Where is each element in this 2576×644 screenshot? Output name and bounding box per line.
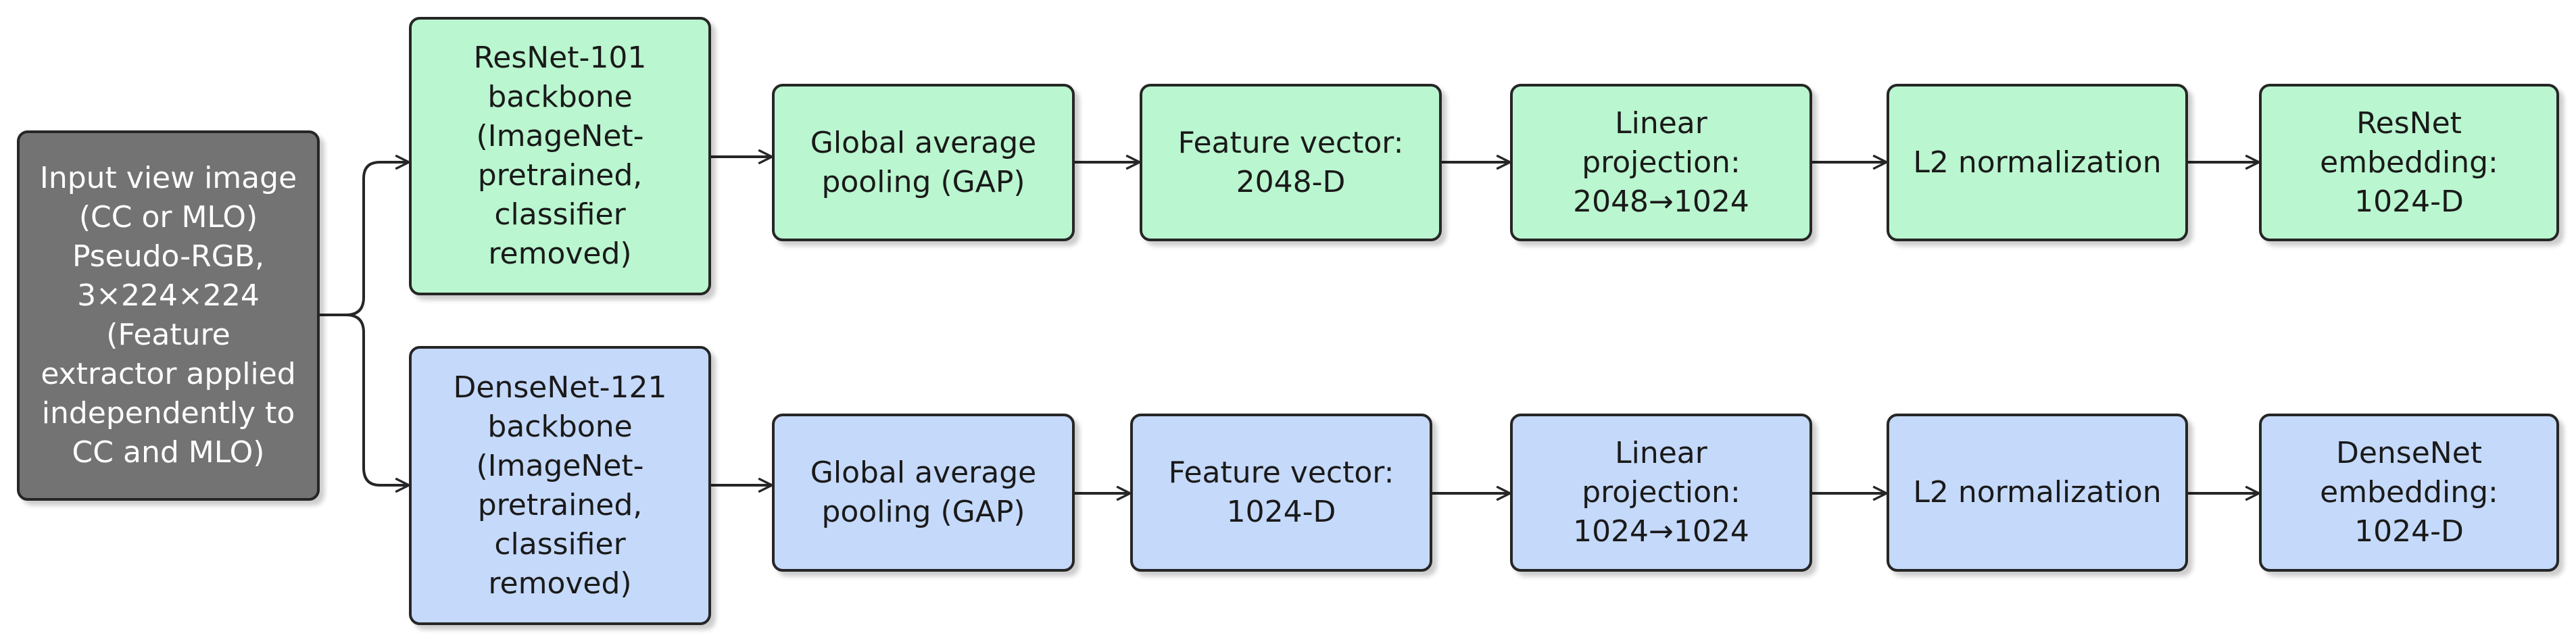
edge-input-to-resnet-backbone xyxy=(320,162,409,316)
input-image-node: Input view image (CC or MLO) Pseudo-RGB,… xyxy=(17,130,320,501)
resnet-gap-node: Global average pooling (GAP) xyxy=(772,84,1075,241)
densenet-l2-normalization-node: L2 normalization xyxy=(1887,414,2188,572)
densenet-backbone-node: DenseNet-121 backbone (ImageNet- pretrai… xyxy=(409,346,711,625)
densenet-linear-projection-node: Linear projection: 1024→1024 xyxy=(1510,414,1812,572)
resnet-embedding-node: ResNet embedding: 1024-D xyxy=(2259,84,2559,241)
resnet-linear-projection-node: Linear projection: 2048→1024 xyxy=(1510,84,1812,241)
resnet-l2-normalization-node: L2 normalization xyxy=(1887,84,2188,241)
edge-input-to-densenet-backbone xyxy=(320,314,409,485)
densenet-embedding-node: DenseNet embedding: 1024-D xyxy=(2259,414,2559,572)
densenet-feature-vector-node: Feature vector: 1024-D xyxy=(1130,414,1432,572)
resnet-feature-vector-node: Feature vector: 2048-D xyxy=(1140,84,1442,241)
densenet-gap-node: Global average pooling (GAP) xyxy=(772,414,1075,572)
resnet-backbone-node: ResNet-101 backbone (ImageNet- pretraine… xyxy=(409,17,711,295)
